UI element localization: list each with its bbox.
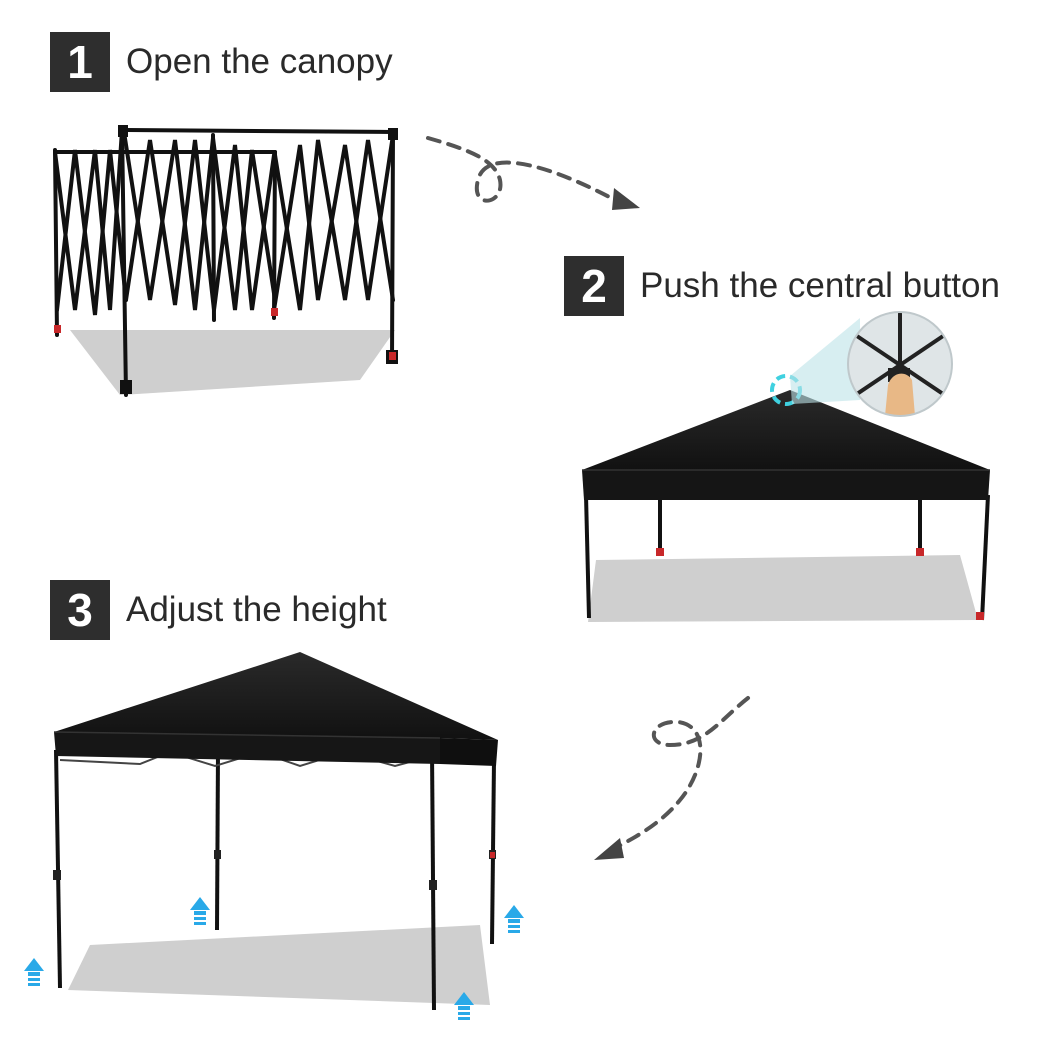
step-1-badge: 1 — [50, 32, 110, 92]
canopy2-shadow — [588, 555, 978, 622]
step-1-caption: Open the canopy — [126, 42, 393, 81]
up-arrow-icon — [454, 992, 474, 1020]
step-2-caption: Push the central button — [640, 266, 1000, 305]
frame-shadow — [70, 330, 395, 395]
folded-frame-illustration — [53, 125, 398, 397]
dashed-arrow-head-2 — [594, 838, 624, 860]
dashed-arrow-head-1 — [612, 188, 640, 210]
step-2-badge: 2 — [564, 256, 624, 316]
step-2-label: 2 Push the central button — [564, 256, 1000, 316]
up-arrow-icon — [190, 897, 210, 925]
canopy-step3-illustration — [53, 652, 498, 1011]
up-arrow-icon — [504, 905, 524, 933]
step-3-caption: Adjust the height — [126, 590, 387, 629]
step-1-label: 1 Open the canopy — [50, 32, 393, 92]
step-3-label: 3 Adjust the height — [50, 580, 387, 640]
dashed-curve-arrow-icon — [613, 696, 750, 850]
canopy-step2-illustration — [582, 311, 990, 622]
up-arrow-icon — [24, 958, 44, 986]
dashed-curve-arrow-icon — [426, 136, 617, 203]
magnifier-circle-icon — [847, 311, 953, 417]
step-3-badge: 3 — [50, 580, 110, 640]
canopy3-shadow — [68, 925, 490, 1005]
